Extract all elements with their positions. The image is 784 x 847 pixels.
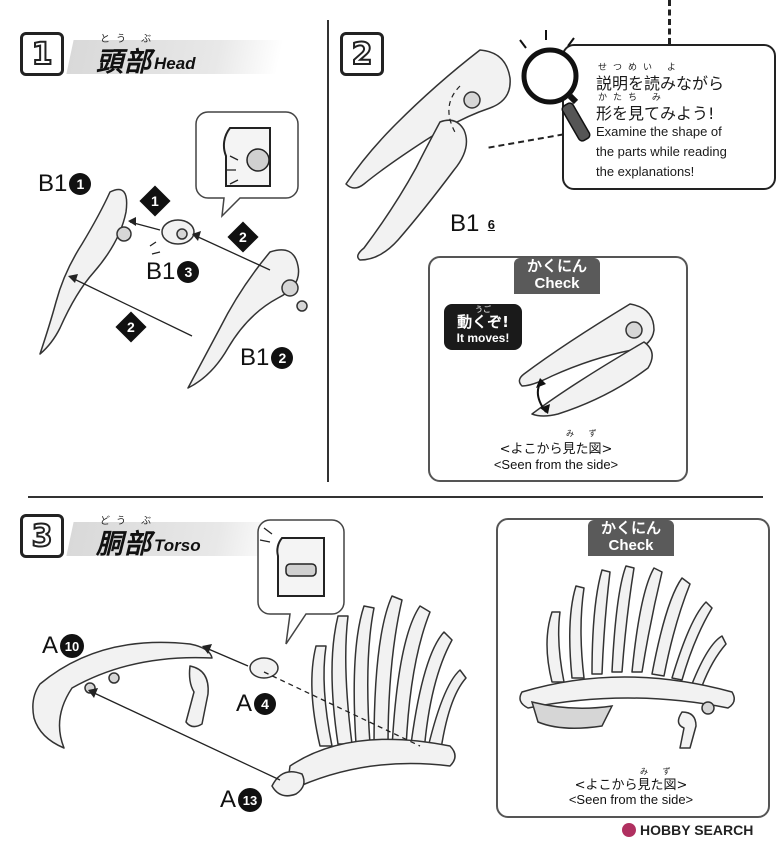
check-label-en: Check [534,275,580,292]
step3-title-jp: 胴部 [96,529,152,560]
step1-ruby: とう ぶ [100,34,158,45]
step1-illustration [39,111,308,389]
step2-illustration [345,49,511,261]
step3-illustration [32,519,467,797]
hobbysearch-logo: HOBBY SEARCH [622,822,753,838]
tip-en3: the explanations! [596,164,695,179]
step2-caption-en: <Seen from the side> [493,457,619,472]
moves-jp: 動くぞ! [457,313,509,331]
step2-caption-jp: <よこから見た図> [499,442,613,457]
top-dashed-line [668,0,671,44]
step3-caption-ruby: み ず [640,767,677,776]
step3-number-box: 3 [20,514,64,558]
magnifier-icon [519,30,591,142]
check3-label-jp: かくにん [600,519,661,537]
moves-en: It moves! [456,331,510,345]
tip-line1: 説明を読みながら [596,74,725,93]
vertical-divider [327,20,329,482]
brand-mark-icon [622,823,636,837]
step2-check-illustration [518,303,655,417]
step3-ruby: どう ぶ [100,516,158,527]
tip-en2: the parts while reading [596,144,727,159]
step1-title-jp: 頭部 [96,47,152,78]
step3-check-header: かくにん Check [588,520,674,556]
tip-en1: Examine the shape of [596,124,722,139]
step3-caption-en: <Seen from the side> [568,792,694,807]
horizontal-divider [28,496,763,498]
step1-title-en: Head [154,54,196,73]
step3-caption-jp: <よこから見た図> [574,778,688,793]
step2-number-box: 2 [340,32,384,76]
tip-ruby1: せつめい よ [598,63,682,73]
moves-badge: うご 動くぞ! It moves! [444,304,522,350]
step2-caption-ruby: み ず [566,429,603,438]
step2-tip-box [562,44,776,190]
tip-line2: 形を見てみよう! [596,104,715,123]
check-label-jp: かくにん [526,257,587,275]
step3-check-illustration [519,565,735,749]
step3-title-en: Torso [154,536,201,555]
check3-label-en: Check [608,537,654,554]
step2-check-header: かくにん Check [514,258,600,294]
step1-number-box: 1 [20,32,64,76]
tip-ruby2: かたち み [598,93,667,103]
moves-ruby: うご [475,305,491,314]
